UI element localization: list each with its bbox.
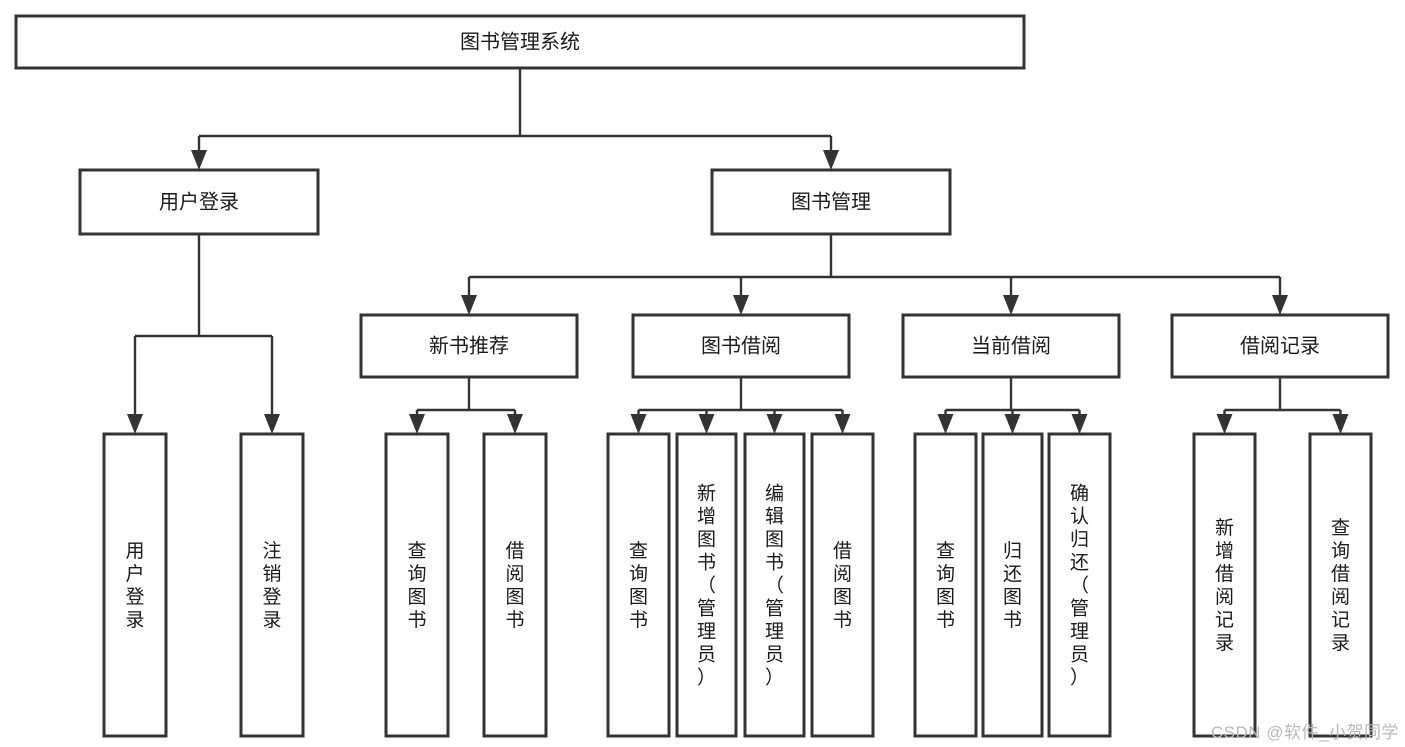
node-box[interactable]: [102, 432, 168, 738]
arrowhead-icon: [698, 414, 715, 434]
node-leaf-借阅图书[interactable]: 借阅图书: [482, 432, 548, 738]
node-l1-用户登录[interactable]: 用户登录: [78, 168, 320, 236]
node-root-图书管理系统[interactable]: 图书管理系统: [14, 14, 1026, 70]
node-box[interactable]: [14, 14, 1026, 70]
node-l2-当前借阅[interactable]: 当前借阅: [901, 313, 1121, 379]
node-l1-图书管理[interactable]: 图书管理: [710, 168, 952, 236]
node-label: 用户登录: [125, 541, 144, 631]
node-leaf-归还图书[interactable]: 归还图书: [981, 432, 1044, 738]
node-box[interactable]: [913, 432, 978, 738]
arrowhead-icon: [127, 414, 143, 434]
node-leaf-确认归还（管理员）[interactable]: 确认归还（管理员）: [1047, 432, 1112, 738]
node-label: 确认归还（管理员）: [1070, 482, 1089, 688]
node-leaf-编辑图书（管理员）[interactable]: 编辑图书（管理员）: [743, 432, 806, 738]
node-box[interactable]: [1170, 313, 1390, 379]
node-box[interactable]: [810, 432, 875, 738]
arrowhead-icon: [1071, 414, 1088, 434]
node-l2-图书借阅[interactable]: 图书借阅: [631, 313, 851, 379]
node-box[interactable]: [743, 432, 806, 738]
arrowhead-icon: [1004, 414, 1021, 434]
node-box[interactable]: [675, 432, 738, 738]
node-label: 查询借阅记录: [1331, 517, 1350, 654]
node-label: 借阅记录: [1240, 334, 1320, 357]
arrowhead-icon: [1216, 414, 1233, 434]
node-label: 查询图书: [936, 540, 955, 631]
node-leaf-查询图书[interactable]: 查询图书: [913, 432, 978, 738]
node-leaf-查询借阅记录[interactable]: 查询借阅记录: [1308, 432, 1373, 738]
node-label: 借阅图书: [833, 540, 852, 631]
node-label: 编辑图书（管理员）: [765, 482, 784, 688]
edges-layer: [127, 68, 1349, 434]
arrowhead-icon: [1003, 295, 1019, 315]
node-label: 归还图书: [1003, 540, 1022, 631]
node-label: 图书借阅: [701, 334, 781, 357]
node-box[interactable]: [239, 432, 305, 738]
node-leaf-借阅图书[interactable]: 借阅图书: [810, 432, 875, 738]
node-box[interactable]: [981, 432, 1044, 738]
arrowhead-icon: [834, 414, 851, 434]
node-box[interactable]: [631, 313, 851, 379]
arrowhead-icon: [766, 414, 783, 434]
arrowhead-icon: [630, 414, 647, 434]
node-box[interactable]: [1047, 432, 1112, 738]
node-l2-新书推荐[interactable]: 新书推荐: [359, 313, 579, 379]
node-label: 查询图书: [407, 540, 426, 631]
node-box[interactable]: [359, 313, 579, 379]
node-leaf-注销登录[interactable]: 注销登录: [239, 432, 305, 738]
node-box[interactable]: [78, 168, 320, 236]
node-box[interactable]: [710, 168, 952, 236]
node-label: 新书推荐: [429, 334, 509, 357]
node-label: 当前借阅: [971, 334, 1051, 357]
arrowhead-icon: [507, 414, 523, 434]
node-label: 查询图书: [629, 540, 648, 631]
arrowhead-icon: [733, 295, 749, 315]
arrowhead-icon: [823, 150, 839, 170]
node-label: 图书管理系统: [460, 30, 580, 53]
node-box[interactable]: [482, 432, 548, 738]
node-l2-借阅记录[interactable]: 借阅记录: [1170, 313, 1390, 379]
node-label: 图书管理: [791, 190, 871, 213]
node-leaf-用户登录[interactable]: 用户登录: [102, 432, 168, 738]
node-label: 注销登录: [262, 540, 281, 631]
arrowhead-icon: [191, 150, 207, 170]
node-box[interactable]: [901, 313, 1121, 379]
arrowhead-icon: [1332, 414, 1349, 434]
node-box[interactable]: [1308, 432, 1373, 738]
node-leaf-查询图书[interactable]: 查询图书: [384, 432, 450, 738]
node-leaf-新增图书（管理员）[interactable]: 新增图书（管理员）: [675, 432, 738, 738]
arrowhead-icon: [264, 414, 280, 434]
node-leaf-新增借阅记录[interactable]: 新增借阅记录: [1192, 432, 1257, 738]
arrowhead-icon: [1272, 295, 1288, 315]
arrowhead-icon: [937, 414, 954, 434]
node-label: 新增图书（管理员）: [697, 482, 716, 688]
node-label: 用户登录: [159, 190, 239, 213]
arrowhead-icon: [409, 414, 425, 434]
node-box[interactable]: [1192, 432, 1257, 738]
nodes-layer: 图书管理系统用户登录图书管理新书推荐图书借阅当前借阅借阅记录用户登录注销登录查询…: [14, 14, 1390, 738]
arrowhead-icon: [461, 295, 477, 315]
node-box[interactable]: [606, 432, 671, 738]
node-label: 借阅图书: [505, 540, 524, 631]
node-label: 新增借阅记录: [1215, 517, 1234, 654]
node-box[interactable]: [384, 432, 450, 738]
node-leaf-查询图书[interactable]: 查询图书: [606, 432, 671, 738]
